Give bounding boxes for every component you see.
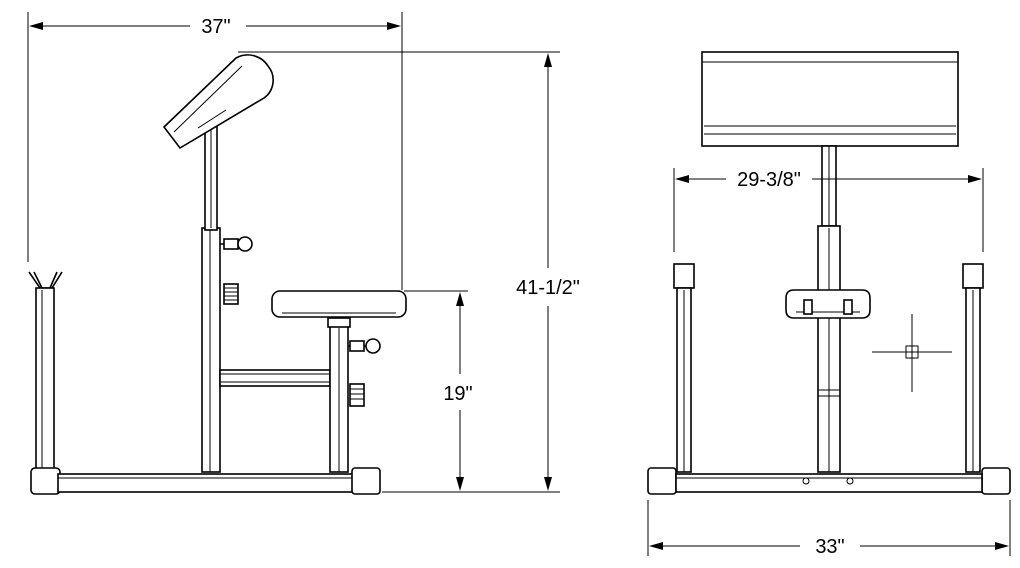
dimension-width-inner: 29-3/8" [673,168,984,252]
dimension-width-base: 33" [647,500,1011,558]
front-support-post [28,271,63,495]
seat-assembly [271,290,407,473]
dimension-label-19in: 19" [443,383,472,405]
dimension-label-33in: 33" [815,536,844,558]
dimension-label-37in: 37" [201,16,230,38]
front-seat [785,289,871,319]
side-base-rail [57,467,381,495]
front-arm-pad [701,51,959,147]
dimension-height-seat: 19" [404,290,473,491]
side-crossbars [219,369,331,387]
front-center-column [817,145,841,473]
front-base-rail [647,467,1011,495]
front-view: 29-3/8" 33" [647,51,1011,558]
front-side-posts [673,263,984,473]
dimension-label-41-half-in: 41-1/2" [516,277,580,299]
dimension-width-side: 37" [27,12,403,290]
dimension-label-29-3-8-in: 29-3/8" [737,169,801,191]
arm-pad-post [201,123,253,473]
center-mark [872,314,952,392]
dimension-height-overall: 41-1/2" [238,51,580,493]
side-arm-pad [162,54,274,150]
side-view: 37" [27,12,580,495]
